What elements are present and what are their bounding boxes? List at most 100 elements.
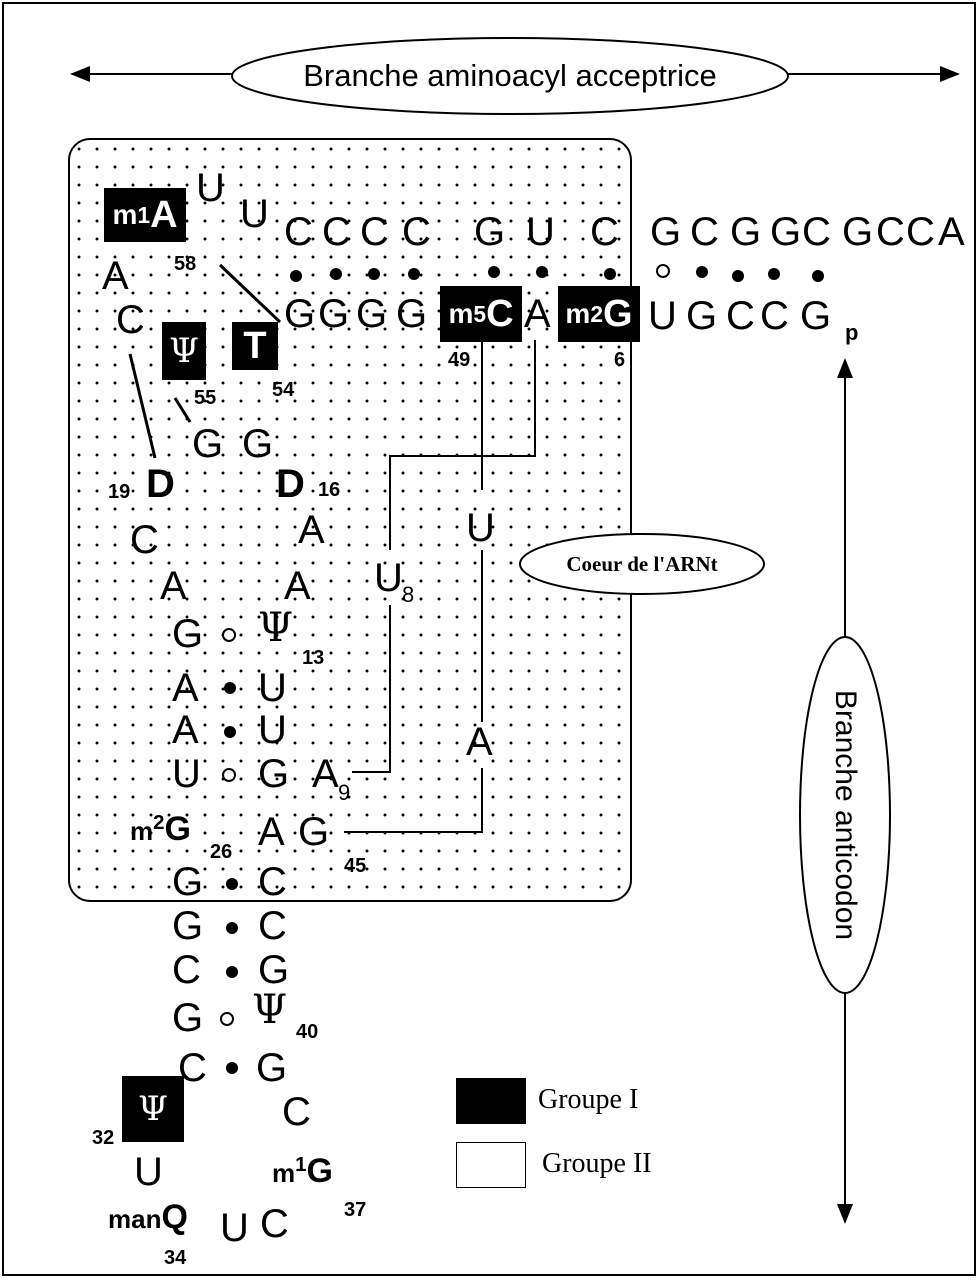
d-stem-right-4: G bbox=[258, 752, 290, 796]
num-58: 58 bbox=[174, 253, 197, 275]
pair-dot bbox=[224, 726, 236, 738]
pair-dot bbox=[604, 268, 616, 280]
pair-dot bbox=[226, 1062, 238, 1074]
num-37: 37 bbox=[344, 1199, 367, 1221]
num-19: 19 bbox=[108, 481, 131, 503]
t-loop-c: C bbox=[116, 298, 145, 342]
t-loop-a: A bbox=[102, 254, 129, 298]
acceptor-bottom-7: G bbox=[686, 294, 718, 338]
ac-stem-left-3: C bbox=[172, 948, 201, 992]
phosphate-end: p bbox=[845, 320, 859, 345]
wobble-circle bbox=[220, 1012, 234, 1026]
num-49: 49 bbox=[448, 349, 471, 371]
pair-dot bbox=[536, 266, 548, 278]
m2g-26: m2G bbox=[130, 810, 191, 848]
d-stem-left-1: G bbox=[172, 612, 204, 656]
manq-34: manQ bbox=[108, 1198, 188, 1236]
core-label-ellipse bbox=[519, 533, 765, 595]
pair-dot bbox=[330, 268, 342, 280]
psi-55-modified-base: Ψ bbox=[162, 322, 206, 380]
acceptor-top-13: G bbox=[842, 210, 874, 254]
ac-stem-left-4: G bbox=[172, 996, 204, 1040]
acceptor-bottom-1: G bbox=[284, 292, 316, 336]
acceptor-branch-title: Branche aminoacyl acceptrice bbox=[303, 58, 717, 93]
num-40: 40 bbox=[296, 1021, 319, 1043]
acceptor-top-10: G bbox=[730, 210, 762, 254]
acceptor-top-3: C bbox=[360, 210, 389, 254]
ac-stem-left-1: G bbox=[172, 860, 204, 904]
wobble-circle bbox=[656, 264, 670, 278]
acceptor-top-9: C bbox=[690, 210, 719, 254]
num-13: 13 bbox=[302, 647, 325, 669]
ac-loop-u: U bbox=[134, 1150, 163, 1194]
ac-stem-right-1: C bbox=[258, 860, 287, 904]
wobble-circle bbox=[222, 768, 236, 782]
pair-dot bbox=[696, 266, 708, 278]
t-54-modified-base: T bbox=[232, 322, 278, 370]
acceptor-top-5: G bbox=[474, 210, 506, 254]
d-stem-left-2: A bbox=[172, 666, 199, 710]
tertiary-a-mid: A bbox=[466, 720, 493, 764]
num-8: 8 bbox=[402, 582, 415, 607]
num-34: 34 bbox=[164, 1247, 187, 1269]
d-arm-c: C bbox=[130, 518, 159, 562]
t-loop-g1: G bbox=[192, 422, 224, 466]
d-arm-a1: A bbox=[298, 508, 325, 552]
num-55: 55 bbox=[194, 387, 217, 409]
g45: G bbox=[298, 810, 330, 854]
trna-core-region bbox=[68, 138, 632, 902]
ac-stem-right-4: Ψ bbox=[252, 987, 288, 1033]
acceptor-top-1: C bbox=[284, 210, 313, 254]
d-stem-right-3: U bbox=[258, 708, 287, 752]
acceptor-bottom-4: G bbox=[396, 292, 428, 336]
pair-dot bbox=[812, 270, 824, 282]
core-label: Coeur de l'ARNt bbox=[566, 552, 718, 576]
acceptor-top-7: C bbox=[590, 210, 619, 254]
acceptor-bottom-9: C bbox=[760, 294, 789, 338]
m1g-37: m1G bbox=[272, 1152, 333, 1190]
legend-label-group-2: Groupe II bbox=[542, 1148, 652, 1179]
acceptor-bottom-5: A bbox=[524, 292, 551, 336]
d-stem-left-4: U bbox=[172, 752, 201, 796]
acceptor-bottom-3: G bbox=[356, 292, 388, 336]
pair-dot bbox=[488, 266, 500, 278]
acceptor-top-12: C bbox=[802, 210, 831, 254]
ac-stem-left-2: G bbox=[172, 904, 204, 948]
anticodon-branch-title: Branche anticodon bbox=[829, 689, 862, 941]
t-loop-u2: U bbox=[240, 192, 269, 236]
t-loop-g2: G bbox=[242, 422, 274, 466]
top-ellipse bbox=[231, 37, 789, 115]
wobble-circle bbox=[222, 628, 236, 642]
d-stem-right-2: U bbox=[258, 666, 287, 710]
ac-stem-right-2: C bbox=[258, 904, 287, 948]
acceptor-top-2: C bbox=[322, 210, 351, 254]
acceptor-top-8: G bbox=[650, 210, 682, 254]
legend-swatch-group-2 bbox=[456, 1142, 526, 1188]
a-26-partner: A bbox=[258, 810, 285, 854]
pair-dot bbox=[408, 268, 420, 280]
num-6: 6 bbox=[614, 349, 626, 371]
acceptor-bottom-8: C bbox=[726, 294, 755, 338]
d-arm-a2: A bbox=[160, 564, 187, 608]
tertiary-u-top: U bbox=[466, 506, 495, 550]
acceptor-top-4: C bbox=[402, 210, 431, 254]
ac-loop-c36: C bbox=[260, 1202, 289, 1246]
acceptor-top-11: G bbox=[770, 210, 802, 254]
num-45: 45 bbox=[344, 855, 367, 877]
pair-dot bbox=[226, 878, 238, 890]
pair-dot bbox=[226, 966, 238, 978]
ac-stem-right-3: G bbox=[258, 948, 290, 992]
num-26: 26 bbox=[210, 841, 233, 863]
acceptor-bottom-6: U bbox=[648, 294, 677, 338]
u8: U bbox=[374, 556, 403, 600]
acceptor-top-15: C bbox=[906, 210, 935, 254]
num-54: 54 bbox=[272, 379, 295, 401]
pair-dot bbox=[768, 268, 780, 280]
acceptor-top-16: A bbox=[938, 210, 965, 254]
acceptor-top-14: C bbox=[876, 210, 905, 254]
side-ellipse bbox=[799, 636, 891, 994]
d-stem-right-1: Ψ bbox=[258, 605, 294, 651]
